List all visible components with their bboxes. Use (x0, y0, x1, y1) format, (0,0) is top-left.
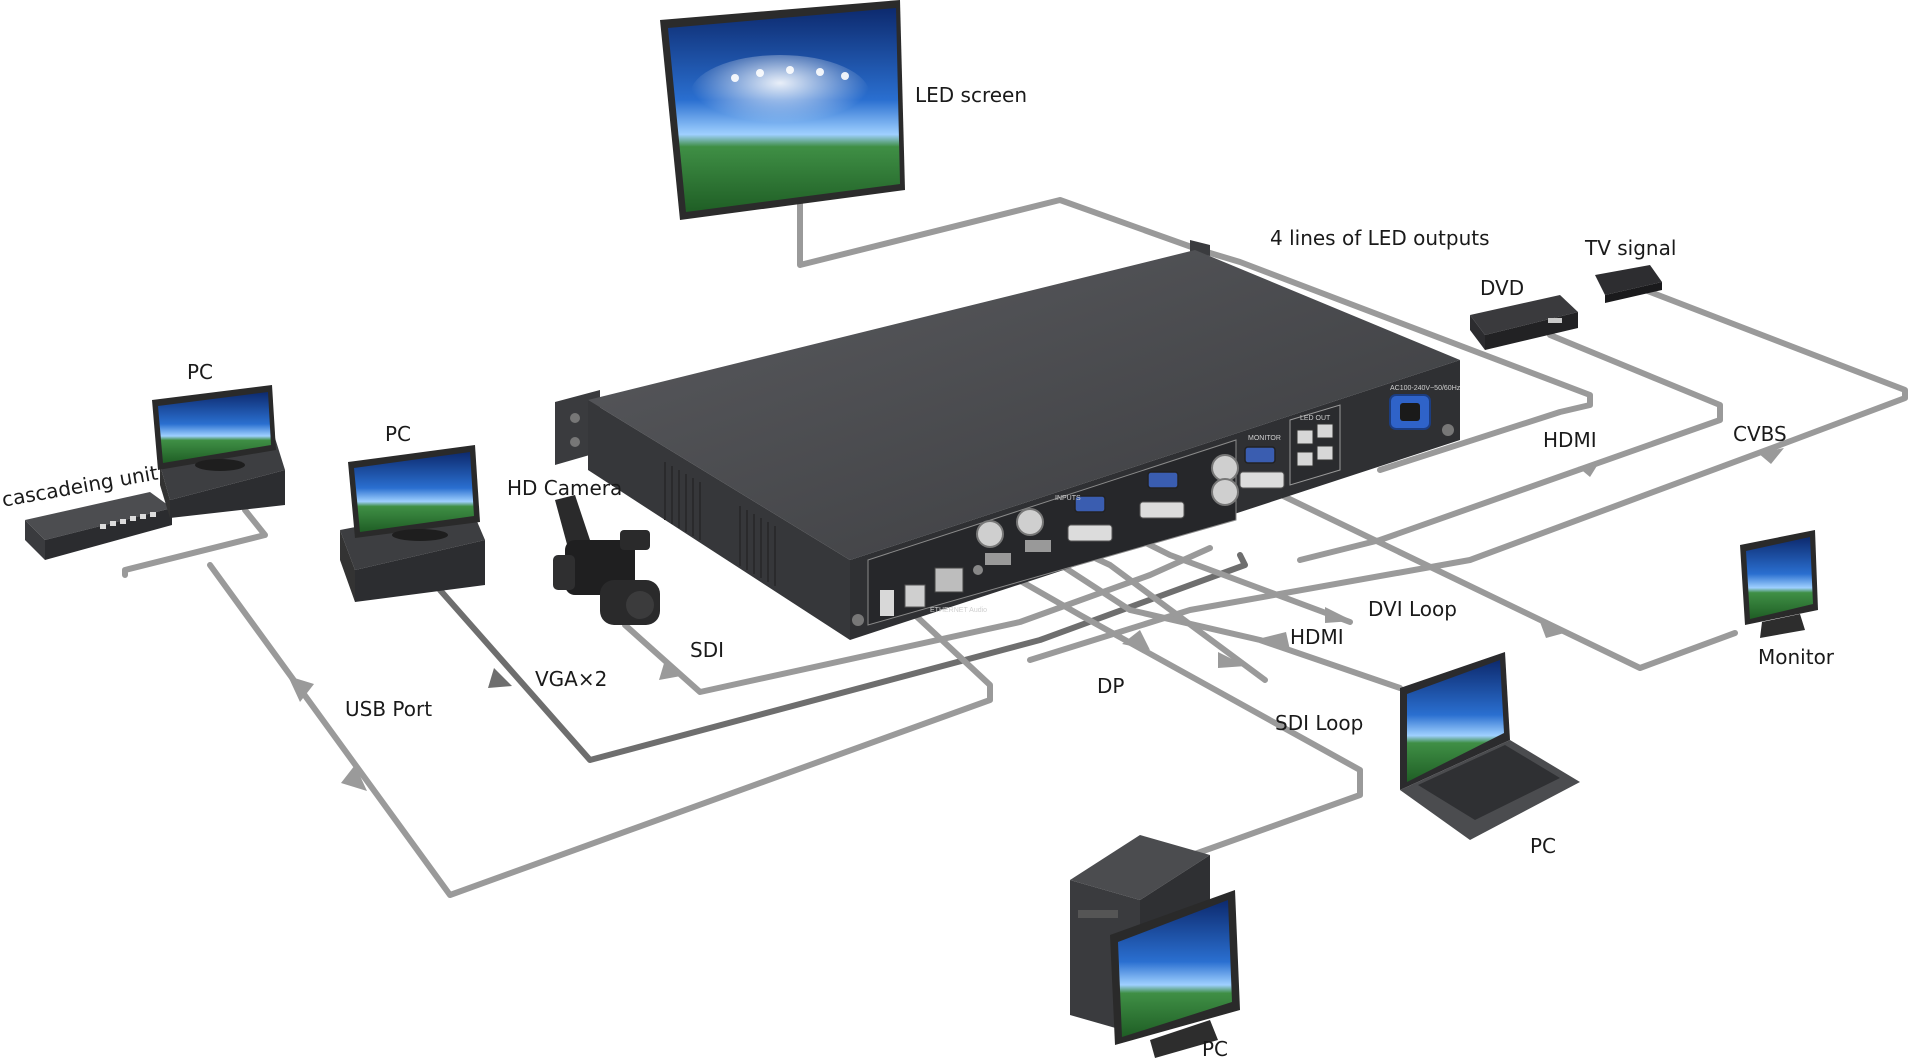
label-hd-camera: HD Camera (507, 476, 623, 500)
arrow-hdmi-bottom (1262, 632, 1290, 650)
label-pc-laptop: PC (1530, 834, 1557, 858)
arrow-usb-up (288, 676, 314, 702)
label-led-outputs: 4 lines of LED outputs (1270, 226, 1490, 250)
laptop-device (1400, 652, 1580, 840)
label-usb-port: USB Port (345, 697, 433, 721)
arrow-vga (488, 668, 512, 688)
cables (122, 197, 1908, 898)
label-tv-signal: TV signal (1585, 236, 1677, 260)
rear-inputs-label: INPUTS (1055, 495, 1081, 502)
rear-ethernet-label: ETHERNET Audio (930, 607, 987, 614)
arrow-monitor (1540, 622, 1568, 638)
label-led-screen: LED screen (915, 83, 1028, 107)
label-dvi-loop: DVI Loop (1368, 597, 1457, 621)
cable-led-screen (797, 197, 1593, 473)
dvd-player (1470, 295, 1578, 350)
arrow-sdi-loop (1218, 652, 1246, 668)
label-dvd: DVD (1480, 276, 1525, 300)
label-hdmi-bottom: HDMI (1290, 625, 1344, 649)
arrow-dp (1122, 630, 1150, 650)
label-pc-left: PC (187, 360, 214, 384)
cable-usb-main (207, 562, 993, 898)
tv-signal-box (1595, 265, 1662, 303)
cable-dp (1007, 572, 1363, 873)
cable-usb (122, 507, 268, 578)
cascading-unit-device (25, 492, 172, 560)
label-dp: DP (1097, 674, 1125, 698)
led-screen-device (660, 0, 905, 220)
label-hdmi-right: HDMI (1543, 428, 1597, 452)
cable-dvd-hdmi (1297, 332, 1723, 563)
cable-monitor (1247, 477, 1738, 671)
label-cvbs: CVBS (1733, 422, 1787, 446)
cable-sdi (622, 545, 1213, 695)
label-sdi: SDI (690, 638, 724, 662)
video-processor: INPUTS MONITOR LED OUT ETHERNET Audio AC… (555, 240, 1461, 640)
label-pc-tower: PC (1202, 1037, 1229, 1061)
label-monitor: Monitor (1758, 645, 1835, 669)
arrowheads (288, 448, 1784, 791)
hd-camera-device (553, 495, 660, 625)
label-pc-mid: PC (385, 422, 412, 446)
rear-ledout-label: LED OUT (1300, 415, 1331, 422)
label-sdi-loop: SDI Loop (1275, 711, 1364, 735)
arrow-cvbs (1758, 448, 1784, 464)
cable-tv-cvbs (1027, 287, 1908, 663)
rear-power-label: AC100-240V~50/60Hz (1390, 385, 1461, 392)
cable-vga (437, 552, 1248, 763)
tower-pc-device (1070, 835, 1240, 1058)
arrow-usb-down (341, 765, 367, 791)
pc-mid-device (340, 445, 485, 602)
arrow-hdmi-right (1578, 461, 1600, 477)
arrow-dvi-loop (1325, 607, 1353, 623)
rear-monitor-label: MONITOR (1248, 435, 1281, 442)
label-vga: VGA×2 (535, 667, 608, 691)
monitor-device (1740, 530, 1818, 638)
arrow-sdi (659, 660, 681, 680)
pc-left-device (152, 385, 285, 518)
